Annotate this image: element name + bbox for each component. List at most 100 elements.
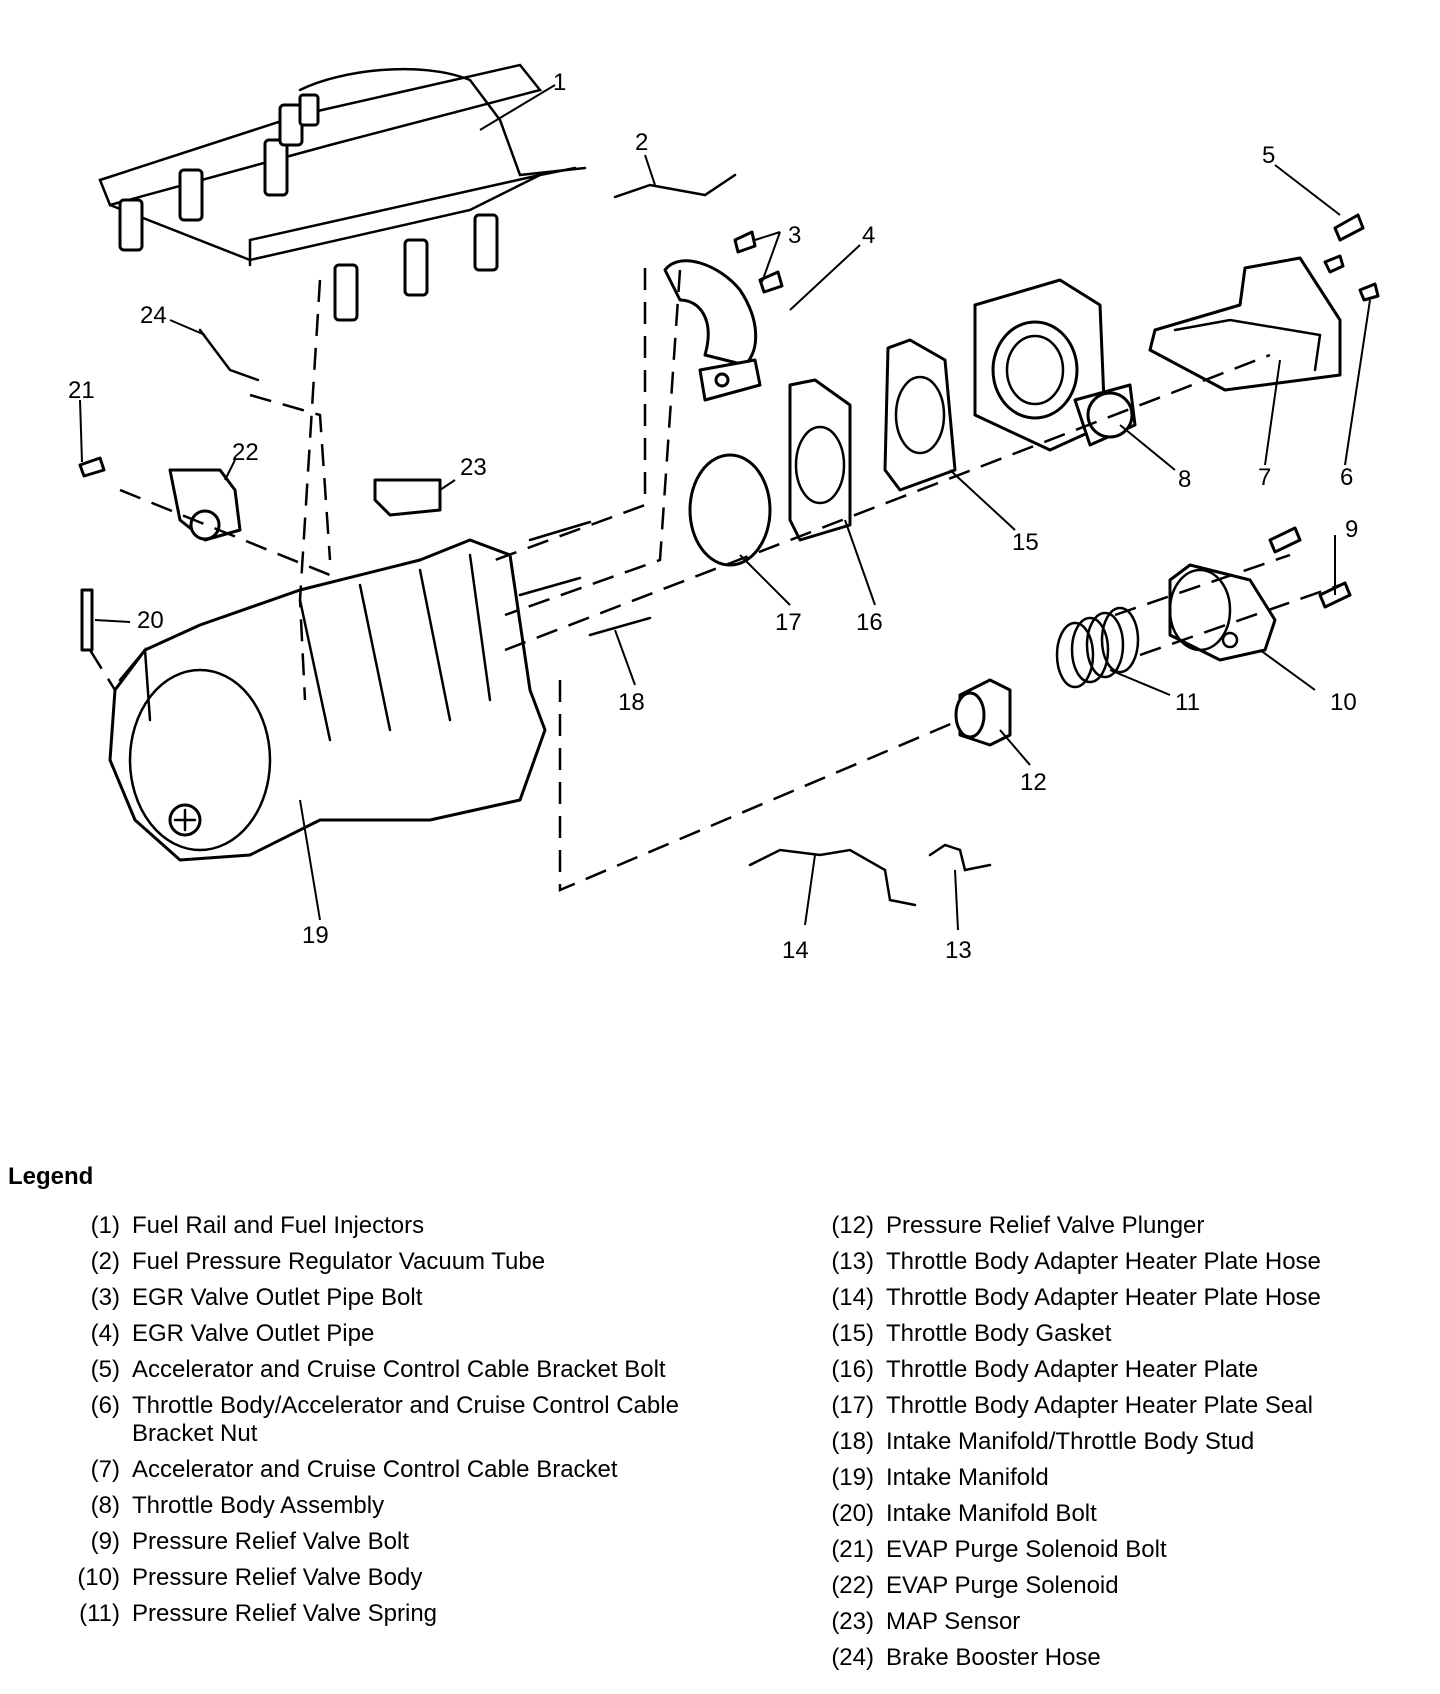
intake-manifold xyxy=(108,538,547,862)
callout-21: 21 xyxy=(68,377,95,404)
map-sensor xyxy=(373,478,442,517)
legend-left-column: (1) Fuel Rail and Fuel Injectors (2)Fuel … xyxy=(60,1212,720,1636)
legend-number: (5) xyxy=(90,1356,120,1383)
legend-text: Brake Booster Hose xyxy=(886,1644,1101,1671)
pressure-relief-valve-body xyxy=(1168,563,1277,662)
legend-item: (14) Throttle Body Adapter Heater Plate H… xyxy=(810,1284,1440,1312)
legend-number: (15) xyxy=(831,1320,874,1347)
legend-text: Throttle Body Assembly xyxy=(132,1492,385,1519)
legend-text: Pressure Relief Valve Body xyxy=(132,1564,423,1591)
legend-item: (13)Throttle Body Adapter Heater Plate H… xyxy=(810,1248,1440,1276)
legend-text: Throttle Body Gasket xyxy=(886,1320,1112,1347)
legend-item: (9) Pressure Relief Valve Bolt xyxy=(60,1528,720,1556)
legend-number: (4) xyxy=(90,1320,120,1347)
legend-number: (24) xyxy=(831,1644,874,1671)
legend-text: EVAP Purge Solenoid Bolt xyxy=(886,1536,1167,1563)
legend-text: Intake Manifold/Throttle Body Stud xyxy=(886,1428,1255,1455)
callout-2: 2 xyxy=(635,129,648,156)
legend-item: (5) Accelerator and Cruise Control Cable … xyxy=(60,1356,720,1384)
legend-text: Pressure Relief Valve Bolt xyxy=(132,1528,410,1555)
legend-item: (6) Throttle Body/Accelerator and Cruise … xyxy=(60,1392,720,1448)
legend-item: (2)Fuel Pressure Regulator Vacuum Tube xyxy=(60,1248,720,1276)
legend-text: Accelerator and Cruise Control Cable Bra… xyxy=(132,1456,618,1483)
legend-item: (1) Fuel Rail and Fuel Injectors xyxy=(60,1212,720,1240)
brake-booster-hose xyxy=(198,328,260,382)
legend-number: (22) xyxy=(831,1572,874,1599)
legend-item: (18)Intake Manifold/Throttle Body Stud xyxy=(810,1428,1440,1456)
legend-number: (7) xyxy=(90,1456,120,1483)
legend-text: MAP Sensor xyxy=(886,1608,1021,1635)
callout-16: 16 xyxy=(856,609,883,636)
legend-right-column: (12)Pressure Relief Valve Plunger (13)Th… xyxy=(810,1212,1440,1680)
legend-number: (9) xyxy=(90,1528,120,1555)
evap-purge-solenoid xyxy=(168,468,242,542)
legend-text: Throttle Body/Accelerator and Cruise Con… xyxy=(132,1392,679,1447)
legend-text: Throttle Body Adapter Heater Plate xyxy=(886,1356,1259,1383)
evap-purge-solenoid-bolt xyxy=(78,456,106,478)
fuel-rail-and-injectors xyxy=(98,63,587,322)
legend-text: Throttle Body Adapter Heater Plate Seal xyxy=(886,1392,1313,1419)
heater-plate-hose xyxy=(748,848,917,907)
legend-title: Legend xyxy=(8,1163,94,1190)
legend-text: Fuel Pressure Regulator Vacuum Tube xyxy=(132,1248,546,1275)
heater-plate-hose xyxy=(928,843,992,872)
callout-18: 18 xyxy=(618,689,645,716)
intake-manifold-bolt xyxy=(80,588,94,652)
legend-item: (19) Intake Manifold xyxy=(810,1464,1440,1492)
legend-item: (16) Throttle Body Adapter Heater Plate xyxy=(810,1356,1440,1384)
bracket-bolt xyxy=(1333,213,1365,242)
pressure-relief-valve-spring xyxy=(1055,606,1140,689)
legend-text: Fuel Rail and Fuel Injectors xyxy=(132,1212,425,1239)
callout-10: 10 xyxy=(1330,689,1357,716)
callout-13: 13 xyxy=(945,937,972,964)
legend-text: Intake Manifold Bolt xyxy=(886,1500,1097,1527)
callout-24: 24 xyxy=(140,302,167,329)
legend-number: (6) xyxy=(90,1392,120,1419)
legend-number: (16) xyxy=(831,1356,874,1383)
legend-text: Accelerator and Cruise Control Cable Bra… xyxy=(132,1356,666,1383)
legend-item: (10)Pressure Relief Valve Body xyxy=(60,1564,720,1592)
legend-number: (3) xyxy=(90,1284,120,1311)
legend-number: (19) xyxy=(831,1464,874,1491)
legend-number: (14) xyxy=(831,1284,874,1311)
legend-text: EGR Valve Outlet Pipe Bolt xyxy=(132,1284,423,1311)
legend-number: (8) xyxy=(90,1492,120,1519)
callout-20: 20 xyxy=(137,607,164,634)
legend-text: EGR Valve Outlet Pipe xyxy=(132,1320,375,1347)
legend-item: (15) Throttle Body Gasket xyxy=(810,1320,1440,1348)
throttle-body-gasket xyxy=(883,338,957,492)
legend-item: (7) Accelerator and Cruise Control Cable … xyxy=(60,1456,720,1484)
legend-number: (21) xyxy=(831,1536,874,1563)
exploded-parts-diagram: 1 2 3 4 5 6 7 8 9 10 11 12 13 14 15 16 1… xyxy=(68,63,1380,964)
legend-item: (12)Pressure Relief Valve Plunger xyxy=(810,1212,1440,1240)
leader-lines xyxy=(79,84,1371,931)
legend-number: (1) xyxy=(90,1212,120,1239)
legend-item: (4) EGR Valve Outlet Pipe xyxy=(60,1320,720,1348)
legend-item: (8) Throttle Body Assembly xyxy=(60,1492,720,1520)
legend-text: Pressure Relief Valve Plunger xyxy=(886,1212,1205,1239)
legend-item: (21) EVAP Purge Solenoid Bolt xyxy=(810,1536,1440,1564)
vacuum-tube xyxy=(613,173,737,199)
legend-item: (17)Throttle Body Adapter Heater Plate S… xyxy=(810,1392,1440,1420)
throttle-body-stud xyxy=(518,576,582,597)
callout-9: 9 xyxy=(1345,516,1358,543)
throttle-body-stud xyxy=(588,616,652,637)
relief-valve-bolt xyxy=(1268,526,1302,554)
callout-14: 14 xyxy=(782,937,809,964)
callout-15: 15 xyxy=(1012,529,1039,556)
cable-bracket xyxy=(1148,254,1380,392)
callouts: 1 2 3 4 5 6 7 8 9 10 11 12 13 14 15 16 1… xyxy=(68,69,1358,964)
callout-11: 11 xyxy=(1175,689,1200,716)
callout-3: 3 xyxy=(788,222,801,249)
legend-item: (3) EGR Valve Outlet Pipe Bolt xyxy=(60,1284,720,1312)
legend-text: Throttle Body Adapter Heater Plate Hose xyxy=(886,1284,1321,1311)
legend-item: (23) MAP Sensor xyxy=(810,1608,1440,1636)
heater-plate-seal xyxy=(688,453,772,567)
legend-text: Intake Manifold xyxy=(886,1464,1049,1491)
legend-number: (23) xyxy=(831,1608,874,1635)
callout-17: 17 xyxy=(775,609,802,636)
alignment-lines xyxy=(88,268,1341,892)
callout-23: 23 xyxy=(460,454,487,481)
legend-item: (22) EVAP Purge Solenoid xyxy=(810,1572,1440,1600)
legend-text: EVAP Purge Solenoid xyxy=(886,1572,1119,1599)
